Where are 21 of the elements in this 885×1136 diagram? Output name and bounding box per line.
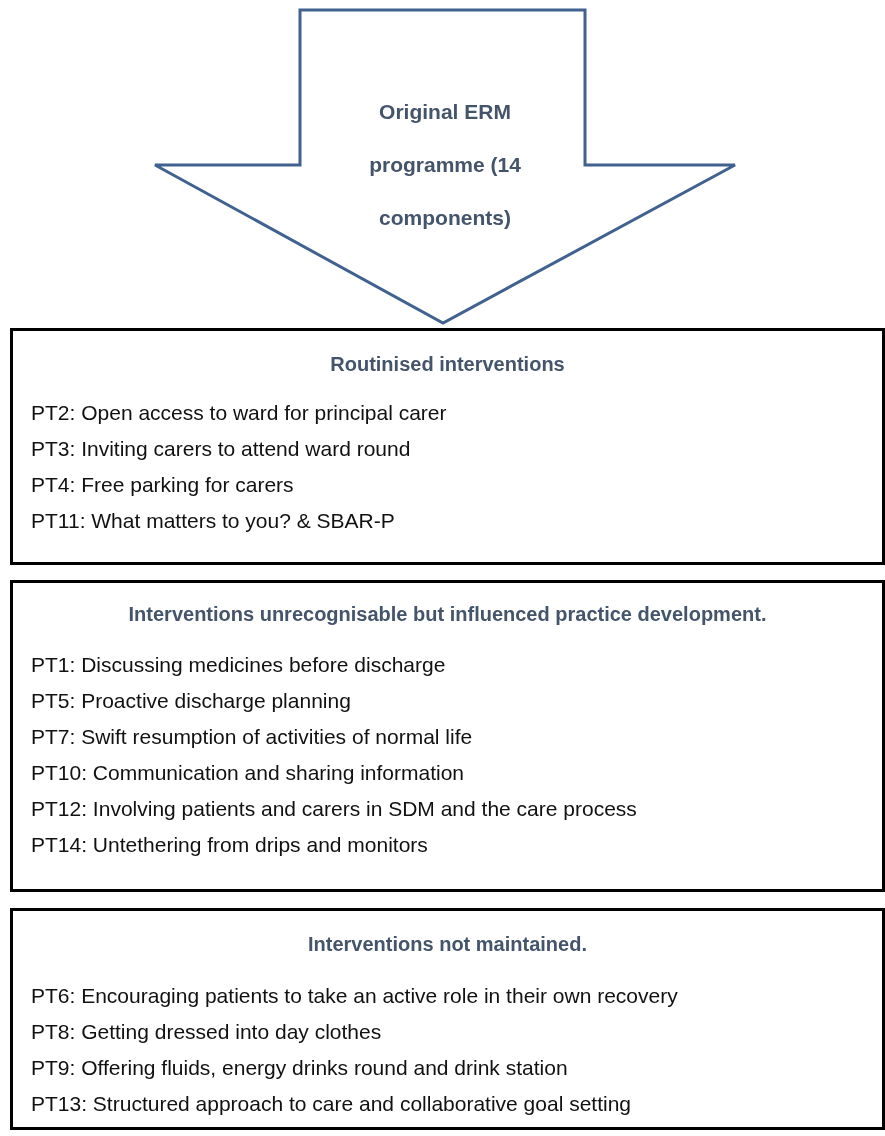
list-item: PT13: Structured approach to care and collaborative goal setting [31,1092,632,1116]
list-item: PT4: Free parking for carers [31,473,294,497]
section-heading: Interventions unrecognisable but influenced practice development. [127,603,768,626]
list-item: PT6: Encouraging patients to take an active role in their own recovery [31,984,678,1008]
list-item: PT1: Discussing medicines before discharge [31,653,446,677]
list-item: PT7: Swift resumption of activities of normal life [31,725,473,749]
list-item: PT14: Untethering from drips and monitors [31,833,428,857]
list-item: PT11: What matters to you? & SBAR-P [31,509,395,533]
list-item: PT12: Involving patients and carers in SDM and the care process [31,797,637,821]
list-item: PT8: Getting dressed into day clothes [31,1020,382,1044]
content-box [10,580,885,892]
list-item: PT2: Open access to ward for principal carer [31,401,447,425]
list-item: PT10: Communication and sharing information [31,761,465,785]
section-heading: Interventions not maintained. [307,933,588,956]
section-heading: Routinised interventions [329,353,566,376]
list-item: PT3: Inviting carers to attend ward round [31,437,411,461]
content-box [10,908,885,1130]
arrow-label: Original ERM programme (14 components) [368,99,522,231]
list-item: PT9: Offering fluids, energy drinks round and drink station [31,1056,568,1080]
content-box [10,328,885,565]
list-item: PT5: Proactive discharge planning [31,689,351,713]
